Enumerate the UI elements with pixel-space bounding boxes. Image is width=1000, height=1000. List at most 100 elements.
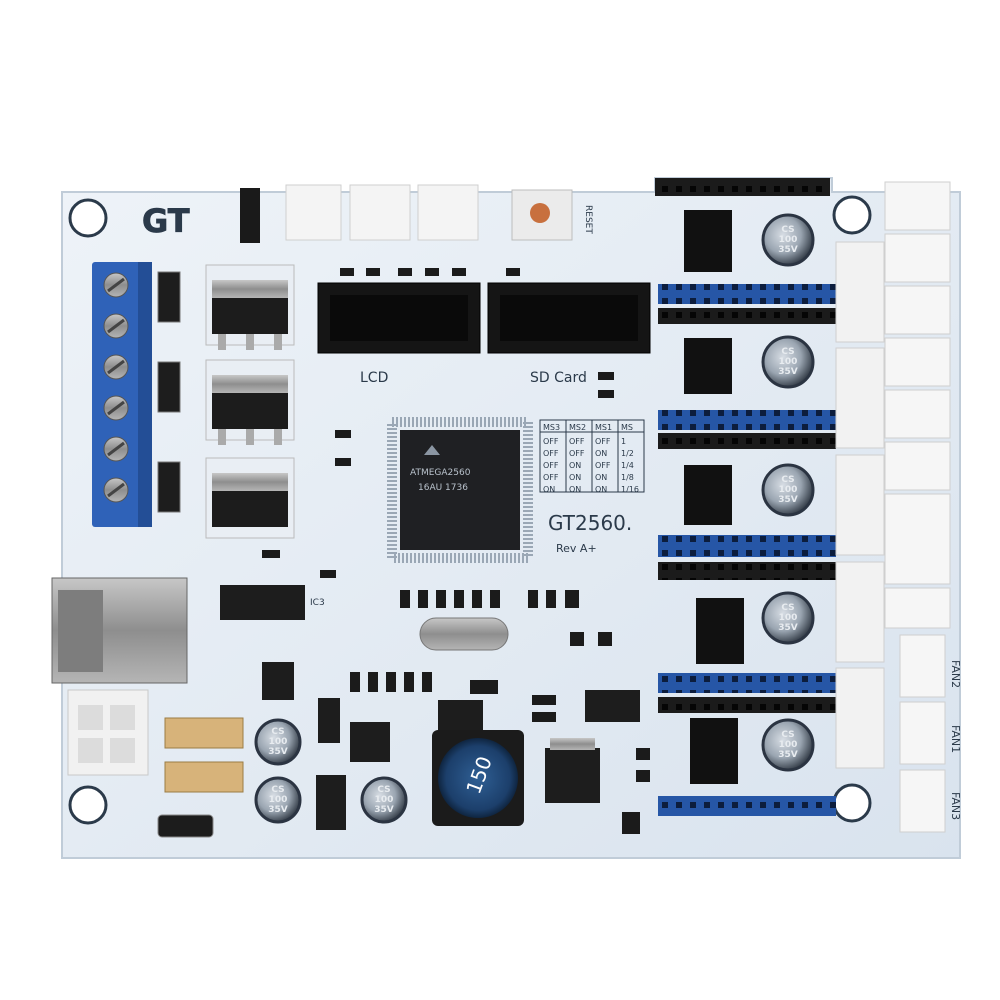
ic3-chip bbox=[220, 585, 305, 620]
sd-card-header bbox=[487, 282, 651, 354]
stepper-driver-sockets bbox=[655, 178, 836, 816]
microstep-cell: OFF bbox=[543, 461, 559, 470]
endstop-connectors bbox=[835, 181, 951, 769]
regulators bbox=[262, 662, 640, 830]
mounting-hole bbox=[832, 783, 872, 823]
mounting-hole bbox=[832, 195, 872, 235]
capacitor bbox=[254, 718, 302, 766]
mounting-hole bbox=[68, 198, 108, 238]
microstep-cell: OFF bbox=[543, 449, 559, 458]
microstep-cell: OFF bbox=[543, 473, 559, 482]
capacitor-marking: 100 bbox=[779, 235, 798, 245]
mounting-holes bbox=[68, 195, 872, 825]
microstep-cell: ON bbox=[569, 473, 581, 482]
fan1-label: FAN1 bbox=[949, 725, 962, 753]
mcu-chip bbox=[387, 417, 533, 563]
capacitor bbox=[360, 776, 408, 824]
fuses bbox=[157, 717, 244, 838]
microstep-cell: ON bbox=[595, 473, 607, 482]
capacitor-marking: 100 bbox=[779, 485, 798, 495]
microstep-cell: 1/4 bbox=[621, 461, 634, 470]
inductor bbox=[432, 730, 524, 826]
microstep-cell: 1/8 bbox=[621, 473, 634, 482]
mounting-hole bbox=[68, 785, 108, 825]
microstep-header: MS3 bbox=[543, 423, 560, 432]
capacitor-markings: CS10035VCS10035VCS10035VCS10035VCS10035V… bbox=[268, 225, 798, 815]
lcd-label: LCD bbox=[360, 370, 388, 386]
stepper-capacitors bbox=[761, 213, 815, 772]
mosfet bbox=[205, 359, 295, 445]
mosfet bbox=[205, 264, 295, 350]
capacitor-marking: CS bbox=[781, 475, 794, 485]
capacitor-marking: CS bbox=[781, 225, 794, 235]
capacitor-marking: CS bbox=[377, 785, 390, 795]
capacitor-marking: 35V bbox=[778, 623, 798, 633]
microstep-cell: ON bbox=[543, 485, 555, 494]
capacitor bbox=[761, 213, 815, 267]
capacitor bbox=[254, 776, 302, 824]
microstep-cell: OFF bbox=[543, 437, 559, 446]
capacitor-marking: CS bbox=[781, 347, 794, 357]
capacitor bbox=[761, 335, 815, 389]
capacitor bbox=[761, 591, 815, 645]
mcu-label-line1: ATMEGA2560 bbox=[410, 468, 471, 478]
capacitor-marking: 100 bbox=[269, 795, 288, 805]
capacitor-marking: 35V bbox=[778, 245, 798, 255]
capacitor-marking: CS bbox=[781, 730, 794, 740]
capacitor-marking: 100 bbox=[269, 737, 288, 747]
lcd-header bbox=[317, 282, 481, 354]
ic3-label: IC3 bbox=[310, 598, 325, 608]
capacitor-marking: CS bbox=[271, 727, 284, 737]
microstep-cell: 1 bbox=[621, 437, 626, 446]
microstep-header: MS2 bbox=[569, 423, 586, 432]
power-input-connector bbox=[67, 689, 149, 776]
reset-button[interactable] bbox=[511, 189, 573, 241]
microstep-table bbox=[539, 419, 645, 493]
microstep-cell: ON bbox=[569, 461, 581, 470]
mosfets bbox=[205, 264, 295, 539]
model-label: GT2560. bbox=[548, 511, 632, 535]
fan3-label: FAN3 bbox=[949, 792, 962, 820]
microstep-cell: ON bbox=[595, 485, 607, 494]
microstep-cell: ON bbox=[569, 485, 581, 494]
capacitor-marking: 100 bbox=[779, 357, 798, 367]
microstep-cell: OFF bbox=[595, 461, 611, 470]
brand-mark: GT bbox=[142, 202, 190, 240]
fan-connectors bbox=[899, 634, 946, 833]
capacitor-marking: 100 bbox=[779, 613, 798, 623]
microstep-header: MS bbox=[621, 423, 633, 432]
microstep-header: MS1 bbox=[595, 423, 612, 432]
microstep-jumpers bbox=[684, 210, 744, 784]
capacitor-marking: 35V bbox=[374, 805, 394, 815]
revision-label: Rev A+ bbox=[556, 542, 597, 555]
capacitor bbox=[761, 718, 815, 772]
capacitor-marking: 35V bbox=[778, 367, 798, 377]
capacitor-marking: 100 bbox=[375, 795, 394, 805]
microstep-cell: ON bbox=[595, 449, 607, 458]
microstep-cell: OFF bbox=[569, 449, 585, 458]
capacitor bbox=[761, 463, 815, 517]
crystal bbox=[419, 617, 509, 651]
terminal-screws bbox=[103, 272, 129, 503]
capacitor-marking: CS bbox=[781, 603, 794, 613]
microstep-cell: OFF bbox=[569, 437, 585, 446]
capacitor-marking: 100 bbox=[779, 740, 798, 750]
mosfet bbox=[205, 457, 295, 539]
sd-card-label: SD Card bbox=[530, 370, 587, 386]
top-connectors bbox=[240, 184, 479, 243]
capacitors-bottom bbox=[254, 718, 408, 824]
usb-connector bbox=[51, 577, 188, 684]
capacitor-marking: 35V bbox=[268, 805, 288, 815]
capacitor-marking: 35V bbox=[268, 747, 288, 757]
mcu-label-line2: 16AU 1736 bbox=[418, 483, 468, 493]
capacitor-marking: 35V bbox=[778, 750, 798, 760]
microstep-cell: 1/16 bbox=[621, 485, 639, 494]
microstep-cell: OFF bbox=[595, 437, 611, 446]
reset-label: RESET bbox=[583, 205, 593, 234]
smd-components bbox=[262, 268, 650, 834]
diodes bbox=[157, 271, 181, 513]
capacitor-marking: 35V bbox=[778, 495, 798, 505]
capacitor-marking: CS bbox=[271, 785, 284, 795]
